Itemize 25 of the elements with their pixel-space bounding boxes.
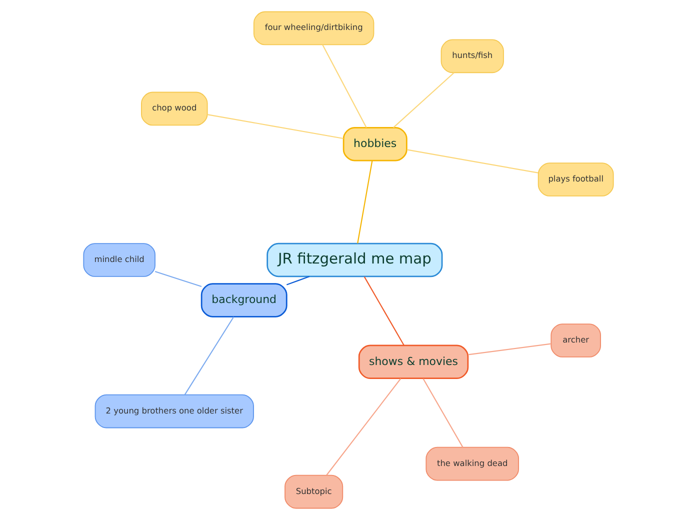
- node-box: shows & movies: [358, 344, 468, 380]
- node-box: hobbies: [342, 126, 407, 162]
- connector: [326, 378, 401, 476]
- node-box: archer: [550, 324, 600, 358]
- connector: [467, 343, 550, 356]
- connector: [406, 149, 538, 174]
- connector: [363, 276, 404, 346]
- connector: [422, 378, 463, 448]
- node-box: background: [200, 283, 287, 318]
- node-box: plays football: [537, 162, 614, 196]
- connector: [356, 160, 372, 244]
- node-box: Subtopic: [284, 474, 343, 509]
- connector: [184, 316, 234, 395]
- connector: [154, 271, 202, 288]
- node-box: mindle child: [82, 243, 155, 277]
- node-box: hunts/fish: [440, 39, 504, 74]
- connector: [392, 72, 454, 128]
- node-box: JR fitzgerald me map: [266, 242, 442, 278]
- node-box: 2 young brothers one older sister: [94, 394, 254, 428]
- node-box: four wheeling/dirtbiking: [252, 11, 374, 46]
- connector: [286, 276, 310, 286]
- node-box: the walking dead: [425, 446, 518, 481]
- node-box: chop wood: [140, 92, 208, 126]
- connector: [322, 44, 366, 128]
- connector: [206, 114, 343, 140]
